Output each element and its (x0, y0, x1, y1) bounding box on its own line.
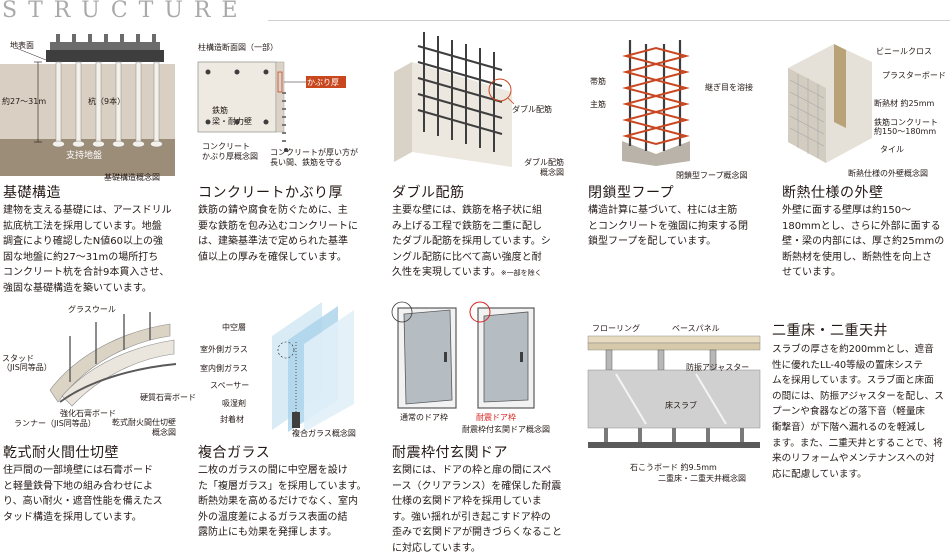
label-concrete-note: コンクリートが厚い方が 長い間、鉄筋を守る (270, 148, 358, 167)
label-ground-surface: 地表面 (10, 41, 34, 50)
item-title: 二重床・二重天井 (772, 323, 888, 339)
label-slab: 床スラブ (665, 401, 697, 410)
item-description: 外壁に面する壁厚は約150〜 180mmとし、さらに外部に面する 壁・梁の内部に… (782, 205, 945, 278)
double-glazing-diagram (272, 302, 354, 432)
label-main-bar: 主筋 (590, 100, 606, 109)
figure-caption: 閉鎖型フープ概念図 (676, 171, 748, 180)
item-title: 基礎構造 (3, 185, 61, 201)
item-description: スラブの厚さを約200mmとし、遮音 性に優れたLL-40等級の置床システ ムを… (772, 344, 944, 480)
label-gypsum-board: 石こうボード 約9.5mm (630, 463, 717, 472)
figure-caption: 耐震枠付玄関ドア概念図 (462, 425, 550, 434)
item-title: 耐震枠付玄関ドア (392, 445, 508, 461)
figure-caption: 二重床・二重天井概念図 (658, 474, 746, 483)
item-title: コンクリートかぶり厚 (198, 185, 343, 201)
item-title: 閉鎖型フープ (588, 185, 675, 201)
label-vinyl-cloth: ビニールクロス (876, 47, 932, 56)
item-title: 断熱仕様の外壁 (782, 185, 884, 201)
label-tile: タイル (880, 145, 904, 154)
label-glass-wool: グラスウール (68, 305, 116, 314)
label-piles: 杭（9本） (88, 97, 126, 106)
label-spacer: スペーサー (210, 381, 250, 390)
label-stud: スタッド （JIS同等品） (2, 354, 52, 372)
label-weld: 継ぎ目を溶接 (705, 83, 753, 92)
figure-caption: 断熱仕様の外壁概念図 (848, 169, 928, 178)
seismic-door-diagram (391, 301, 535, 409)
figure-caption: 柱構造断面図（一部） (198, 43, 278, 52)
partition-wall-diagram (49, 312, 177, 407)
double-floor-diagram (587, 335, 761, 448)
label-standard-frame: 通常のドア枠 (400, 413, 448, 422)
label-desiccant: 吸湿剤 (222, 399, 246, 408)
item-title: 複合ガラス (198, 445, 271, 461)
label-flooring: フローリング (592, 324, 640, 333)
item-title: 乾式耐火間仕切壁 (3, 445, 119, 461)
insulated-wall-diagram (788, 44, 872, 163)
foundation-diagram (0, 34, 175, 176)
label-outer-glass: 室外側ガラス (200, 345, 248, 354)
label-hard-gypsum: 硬質石膏ボード (140, 393, 196, 402)
label-reinforced-gypsum: 強化石膏ボード (60, 409, 116, 418)
item-description: 構造計算に基づいて、柱には主筋 とコンクリートを強固に拘束する閉 鎖型フープを配… (588, 205, 748, 247)
item-description: 鉄筋の錆や腐食を防ぐために、主 要な鉄筋を包み込むコンクリートに は、建築基準法… (198, 205, 358, 263)
figure-caption: 乾式耐火間仕切壁 概念図 (112, 418, 176, 437)
label-insulation: 断熱材 約25mm (874, 99, 935, 108)
closed-hoop-diagram (622, 40, 690, 166)
label-air-layer: 中空層 (222, 323, 246, 332)
double-rebar-diagram (394, 32, 515, 167)
label-sealant: 封着材 (220, 415, 244, 424)
label-depth: 約27〜31m (2, 97, 47, 106)
item-description: 住戸間の一部境壁には石膏ボード と軽量鉄骨下地の組み合わせによ り、高い耐火・遮… (3, 465, 163, 523)
item-description: 玄関には、ドアの枠と扉の間にスペ ース（クリアランス）を確保した耐震 仕様の玄関… (392, 465, 562, 554)
label-adjuster: 防振アジャスター (686, 363, 750, 372)
section-title: STRUCTURE (2, 0, 249, 23)
item-description: 建物を支える基礎には、アースドリル 拡底杭工法を採用しています。地盤 調査により… (3, 205, 172, 294)
label-cover-thickness: かぶり厚 (307, 78, 339, 87)
item-description: 主要な壁には、鉄筋を格子状に組 み上げる工程で鉄筋を二重に配し たダブル配筋を採… (392, 205, 551, 278)
label-concrete: コンクリート かぶり厚概念図 (202, 142, 258, 161)
label-rc: 鉄筋コンクリート 約150〜180mm (874, 118, 938, 136)
item-title: ダブル配筋 (392, 185, 465, 201)
label-runner: ランナー（JIS同等品） (14, 419, 96, 428)
header-rule (268, 20, 950, 21)
figure-caption: 複合ガラス概念図 (292, 429, 356, 438)
item-description: 二枚のガラスの間に中空層を設け た「複層ガラス」を採用しています。 断熱効果を高… (198, 465, 367, 538)
section-header: STRUCTURE (0, 0, 950, 23)
label-plaster-board: プラスターボード (882, 71, 946, 80)
label-double-rebar: ダブル配筋 (512, 105, 552, 114)
label-base-panel: ベースパネル (672, 324, 720, 333)
label-rebar: 鉄筋 梁・耐力壁 (212, 106, 252, 126)
figure-caption: ダブル配筋 概念図 (524, 158, 564, 177)
label-bearing-stratum: 支持地盤 (66, 151, 103, 161)
concrete-cover-diagram (197, 61, 346, 152)
figure-caption: 基礎構造概念図 (104, 173, 160, 182)
label-seismic-frame: 耐震ドア枠 (476, 413, 516, 422)
label-inner-glass: 室内側ガラス (200, 364, 248, 373)
label-hoop: 帯筋 (590, 77, 606, 86)
